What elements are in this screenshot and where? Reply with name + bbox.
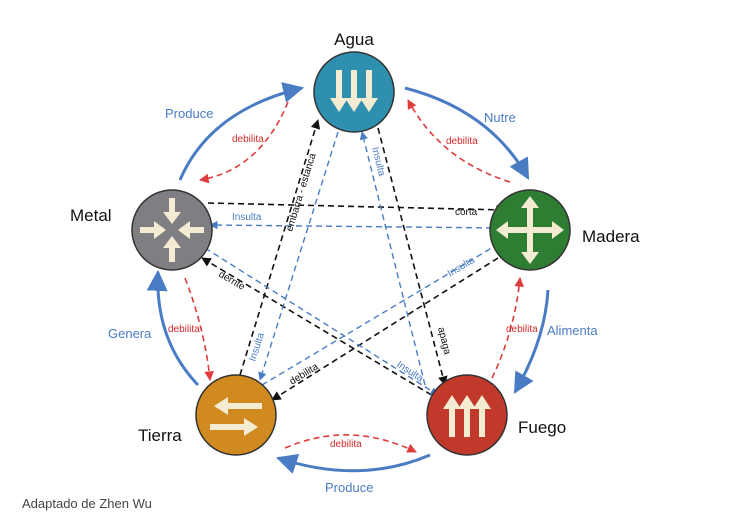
inward-arrows-icon (140, 198, 204, 262)
label-genera: Genera (108, 326, 152, 341)
weaken-madera-agua (407, 99, 511, 183)
label-agua: Agua (334, 30, 374, 49)
weaken-metal-tierra (184, 277, 214, 381)
arc-metal-agua (178, 82, 305, 181)
label-debilita-4: debilita (330, 439, 362, 450)
node-metal (131, 189, 213, 271)
label-nutre: Nutre (484, 110, 516, 125)
label-insulta-tierra: Insulta (247, 331, 267, 363)
label-embarra: embarra - estanca (284, 152, 318, 233)
outward-arrows-icon (496, 196, 564, 264)
control-lines (201, 119, 506, 401)
label-madera: Madera (582, 227, 640, 246)
node-tierra (195, 374, 277, 456)
fuego-insulta-agua (359, 131, 426, 386)
agua-insulta-tierra (258, 131, 339, 381)
arc-agua-madera (404, 86, 530, 180)
weaken-agua-metal (199, 101, 289, 184)
node-madera (489, 189, 571, 271)
label-produce-top: Produce (165, 106, 213, 121)
label-debilita-5: debilita (168, 324, 200, 335)
node-agua (313, 51, 395, 133)
label-debilita-3: debilita (506, 324, 538, 335)
tierra-insulta-madera (261, 239, 506, 386)
weaken-arcs (184, 99, 524, 453)
insult-lines (204, 131, 506, 396)
arc-fuego-tierra (276, 453, 431, 474)
source-caption: Adaptado de Zhen Wu (22, 496, 152, 511)
label-insulta-madera: Insulta (446, 255, 477, 280)
arc-madera-fuego (513, 289, 550, 394)
label-apaga: apaga (435, 326, 453, 356)
label-corta: corta (455, 207, 478, 218)
up-arrows-icon (443, 395, 491, 437)
madera-debilita-tierra (271, 257, 499, 401)
down-arrows-icon (330, 70, 378, 112)
horizontal-arrows-icon (210, 397, 262, 436)
label-tierra: Tierra (138, 426, 182, 445)
label-debilita-tierra: debilita (288, 361, 321, 387)
label-debilita-2: debilita (446, 136, 478, 147)
madera-insulta-metal (209, 220, 503, 230)
node-fuego (426, 374, 508, 456)
arc-tierra-metal (146, 269, 200, 387)
weaken-tierra-fuego (284, 434, 417, 453)
metal-circle (131, 189, 213, 271)
weaken-fuego-madera (491, 277, 524, 379)
generation-arcs (146, 82, 550, 474)
tierra-circle (195, 374, 277, 456)
label-derrite: derrite (217, 269, 247, 293)
label-metal: Metal (70, 206, 112, 225)
label-fuego: Fuego (518, 418, 566, 437)
label-produce-bottom: Produce (325, 480, 373, 495)
metal-insulta-fuego (204, 247, 439, 396)
label-insulta-metal: Insulta (232, 212, 262, 223)
label-insulta-fuego: Insulta (394, 359, 425, 385)
tierra-embarra-agua (239, 119, 321, 376)
label-alimenta: Alimenta (547, 323, 598, 338)
agua-apaga-fuego (377, 127, 448, 386)
fuego-derrite-metal (201, 257, 441, 401)
label-debilita-1: debilita (232, 134, 264, 145)
